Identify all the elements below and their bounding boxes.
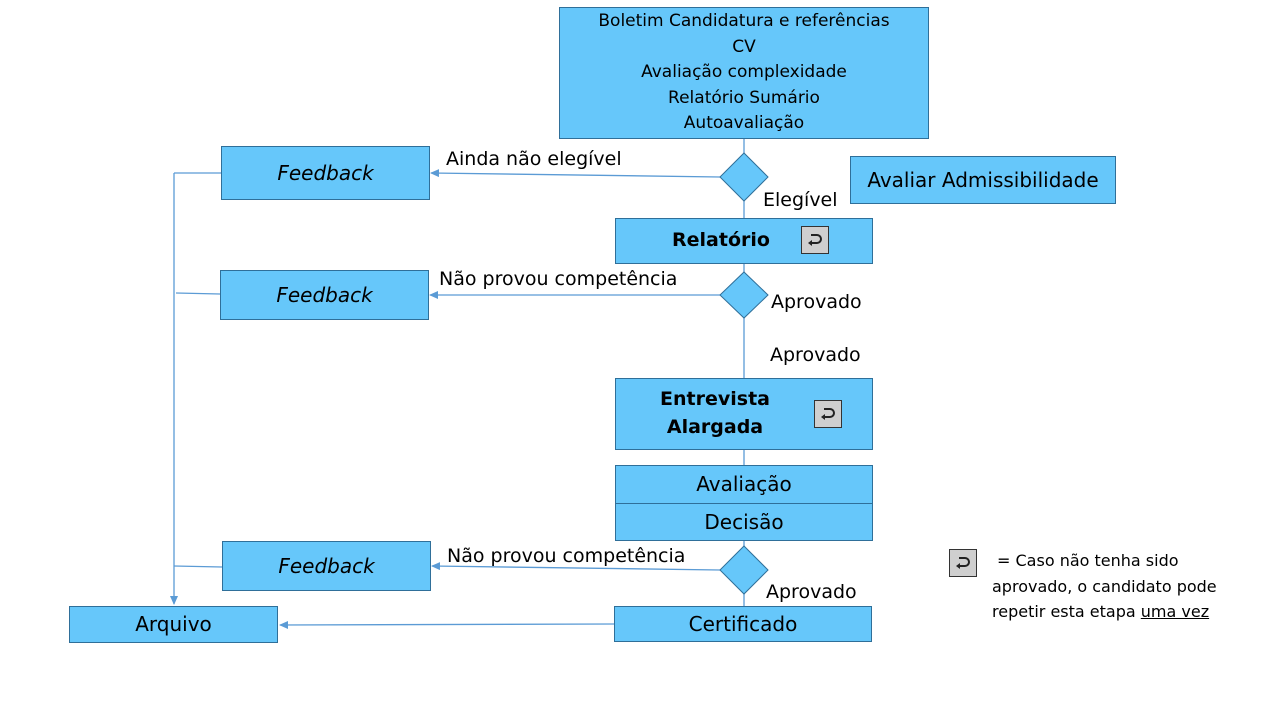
edge-label-no-competence-2: Não provou competência <box>447 545 686 567</box>
relatorio-label: Relatório <box>672 229 770 252</box>
entrevista-label: Entrevista <box>660 388 770 411</box>
avaliacao-label: Avaliação <box>696 472 792 496</box>
entrevista-box: Entrevista Alargada <box>615 378 873 450</box>
arquivo-box: Arquivo <box>69 606 278 643</box>
documents-line: Avaliação complexidade <box>641 62 847 83</box>
legend-emphasis: uma vez <box>1140 602 1210 622</box>
feedback-box-2: Feedback <box>220 270 429 320</box>
legend-line: aprovado, o candidato pode <box>992 576 1217 596</box>
edge-label-approved-1a: Aprovado <box>771 291 862 313</box>
certificado-box: Certificado <box>614 606 872 642</box>
entrevista-label: Alargada <box>666 416 764 438</box>
decisao-label: Decisão <box>704 509 784 534</box>
edge-label-approved-2: Aprovado <box>766 581 857 603</box>
admissibility-box: Avaliar Admissibilidade <box>850 156 1116 204</box>
legend-line: repetir esta etapa <box>992 602 1136 622</box>
edge-label-not-eligible: Ainda não elegível <box>446 148 622 170</box>
documents-line: Autoavaliação <box>683 113 805 134</box>
feedback-label: Feedback <box>276 283 373 307</box>
documents-box: Boletim Candidatura e referências CV Ava… <box>559 7 929 139</box>
edge-label-no-competence-1: Não provou competência <box>439 268 678 290</box>
connector-certificado-to-arquivo <box>279 620 615 629</box>
arquivo-label: Arquivo <box>135 612 212 636</box>
decision-diamond-final <box>719 545 769 595</box>
legend-line: Caso não tenha sido <box>1015 551 1179 570</box>
decision-diamond-eligibility <box>719 152 769 202</box>
legend-repeat-icon <box>949 549 977 577</box>
connector-diamond1-to-feedback1 <box>430 169 721 178</box>
documents-line: CV <box>732 36 756 57</box>
relatorio-box: Relatório <box>615 218 873 264</box>
legend-text: = Caso não tenha sido aprovado, o candid… <box>992 548 1217 625</box>
legend-equals: = <box>997 551 1011 570</box>
documents-line: Relatório Sumário <box>668 87 820 108</box>
feedback-box-3: Feedback <box>222 541 431 591</box>
edge-label-approved-1b: Aprovado <box>770 344 861 366</box>
certificado-label: Certificado <box>688 611 798 636</box>
decision-diamond-relatorio <box>719 271 769 319</box>
feedback-box-1: Feedback <box>221 146 430 200</box>
admissibility-label: Avaliar Admissibilidade <box>867 167 1099 192</box>
edge-label-eligible: Elegível <box>763 189 838 211</box>
feedback-label: Feedback <box>277 161 374 185</box>
decisao-box: Decisão <box>615 503 873 541</box>
repeat-icon <box>814 400 842 428</box>
documents-line: Boletim Candidatura e referências <box>598 11 890 32</box>
connector-diamond3-to-feedback3 <box>431 562 721 571</box>
feedback-label: Feedback <box>278 554 375 578</box>
repeat-icon <box>801 226 829 254</box>
avaliacao-box: Avaliação <box>615 465 873 504</box>
connector-feedback3-to-bus <box>173 565 223 568</box>
connector-feedback2-to-bus <box>175 292 221 295</box>
